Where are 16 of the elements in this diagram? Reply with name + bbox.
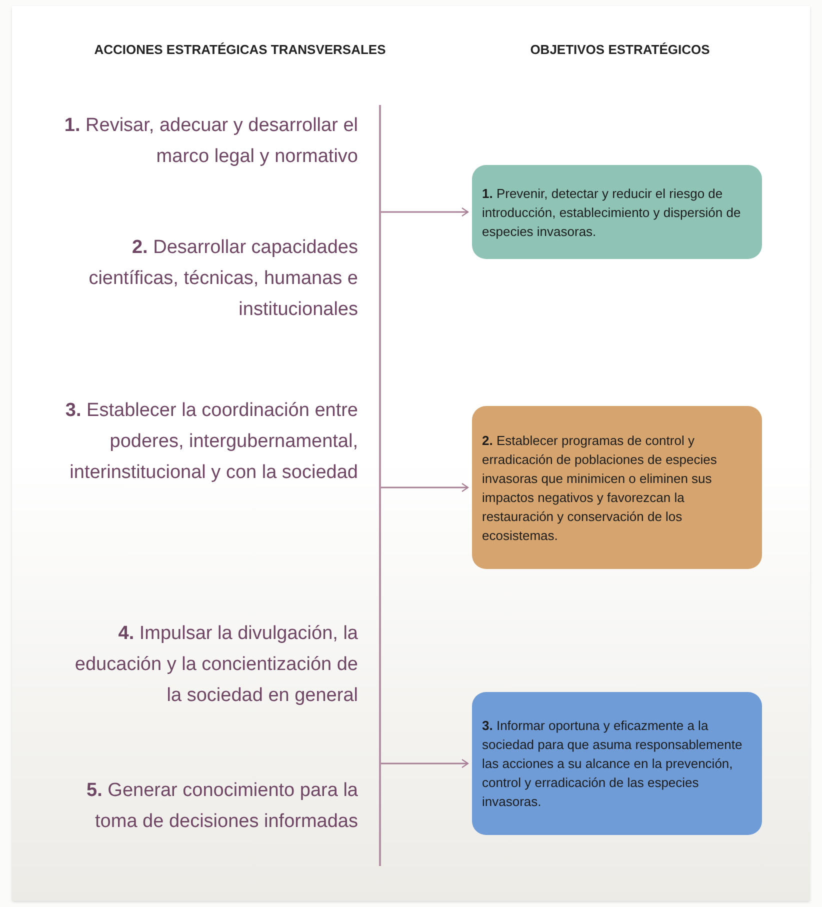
action-text: 5. Generar conocimiento para la toma de decisiones informadas — [86, 779, 358, 834]
action-text: 1. Revisar, adecuar y desarrollar el marco legal y normativo — [63, 114, 358, 169]
arrow — [381, 758, 469, 768]
action-text: 2. Desarrollar capacidades científicas, técnicas, humanas e institucionales — [88, 236, 358, 322]
action-text: 4. Impulsar la divulgación, la educación y la concientización de la sociedad en general — [74, 622, 358, 708]
objective-box — [472, 692, 762, 835]
arrow — [381, 207, 469, 217]
action-text: 3. Establecer la coordinación entre poderes, intergubernamental, interinstitucional y con la sociedad — [64, 399, 358, 485]
objective-box — [472, 165, 762, 259]
objective-box — [472, 406, 762, 569]
objective-text: 1. Prevenir, detectar y reducir el riesgo de introducción, establecimiento y dispersión de especies invasoras. — [482, 184, 742, 240]
column-heading: OBJETIVOS ESTRATÉGICOS — [529, 41, 711, 59]
objective-text: 2. Establecer programas de control y erradicación de poblaciones de especies invasoras que minimicen o eliminen sus impactos negativos y favorezcan la restauración y conservación de los ecosistemas. — [482, 432, 718, 544]
arrow — [381, 482, 469, 492]
objective-text: 3. Informar oportuna y eficazmente a la sociedad para que asuma responsablemente las acciones a su alcance en la prevención, control y erradicación de las especies invasoras. — [482, 717, 744, 811]
column-heading: ACCIONES ESTRATÉGICAS TRANSVERSALES — [93, 41, 387, 59]
